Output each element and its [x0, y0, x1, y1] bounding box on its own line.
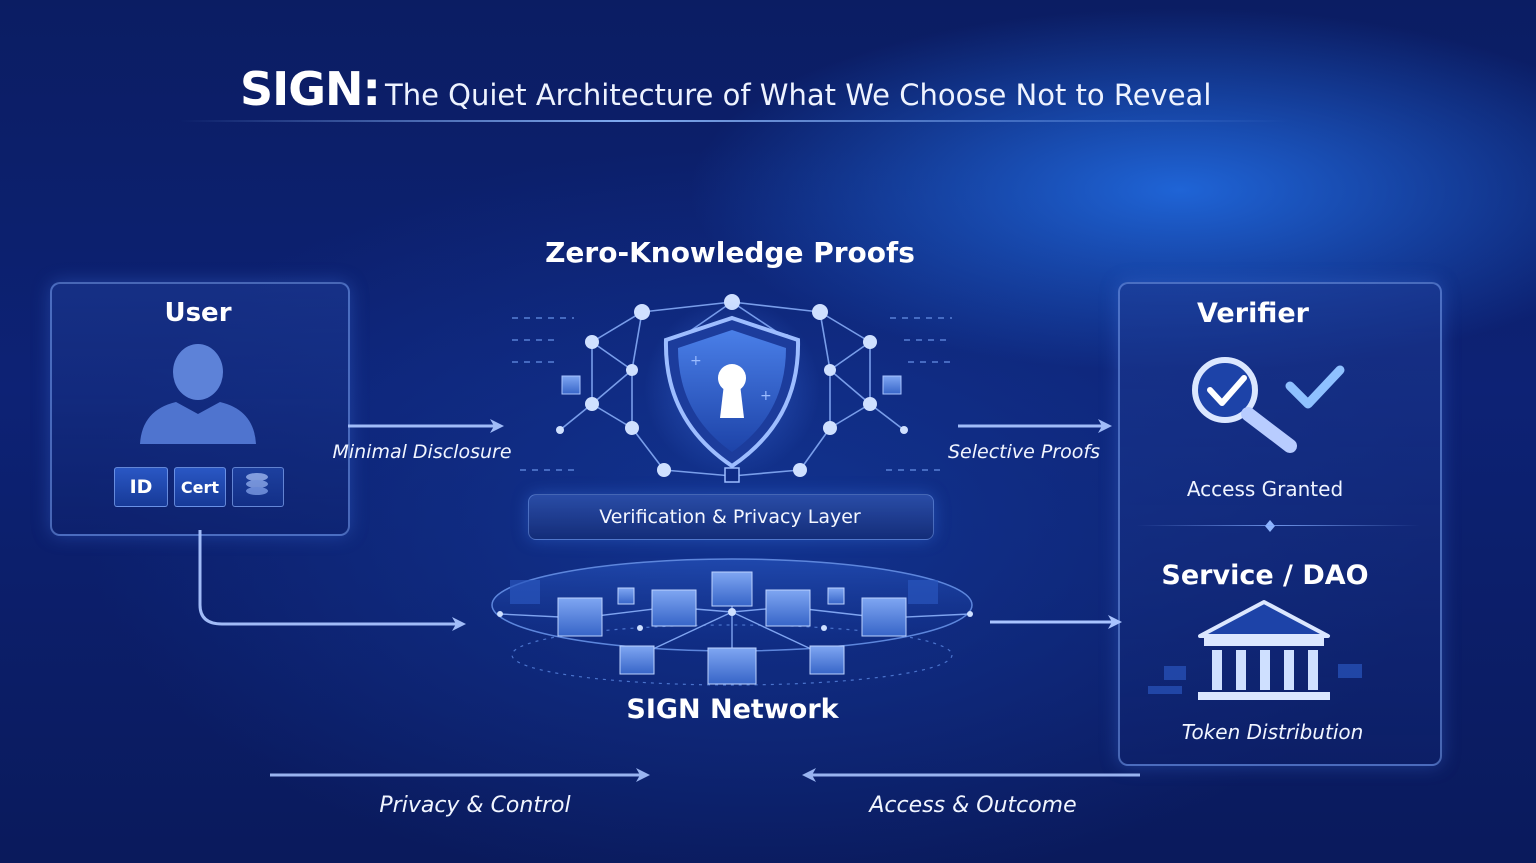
- checkmark-icon: [1285, 365, 1345, 409]
- institution-building-icon: [1148, 600, 1362, 700]
- magnifier-check-icon: [1192, 357, 1297, 453]
- verifier-panel: [1118, 282, 1442, 766]
- side-cube-icons: [561, 375, 902, 395]
- selective-proofs-label: Selective Proofs: [948, 441, 1100, 463]
- zk-title: Zero-Knowledge Proofs: [545, 236, 915, 269]
- privacy-layer-label: Verification & Privacy Layer: [599, 506, 861, 528]
- access-outcome-label: Access & Outcome: [869, 793, 1077, 818]
- title-divider: [180, 120, 1290, 122]
- title-subtitle: The Quiet Architecture of What We Choose…: [385, 78, 1212, 112]
- minimal-disclosure-label: Minimal Disclosure: [332, 441, 512, 463]
- page-title: SIGN: The Quiet Architecture of What We …: [240, 62, 1211, 116]
- token-distribution-label: Token Distribution: [1181, 720, 1364, 744]
- shield-keyhole-icon: + +: [644, 300, 820, 483]
- flow-arrows: [198, 419, 1140, 782]
- privacy-control-label: Privacy & Control: [379, 793, 571, 818]
- svg-text:+: +: [690, 353, 702, 369]
- user-title: User: [164, 298, 232, 328]
- user-silhouette-icon: [140, 344, 256, 444]
- access-granted-label: Access Granted: [1186, 477, 1344, 501]
- network-graph-nodes: [556, 294, 908, 477]
- verifier-divider: [1136, 525, 1420, 526]
- service-title: Service / DAO: [1161, 560, 1369, 591]
- svg-text:+: +: [760, 388, 772, 404]
- network-title: SIGN Network: [626, 694, 839, 725]
- credential-coins-chip: [232, 467, 284, 507]
- credential-id-chip: ID: [114, 467, 168, 507]
- title-brand: SIGN:: [240, 62, 381, 116]
- divider-diamond: [1265, 520, 1275, 532]
- blockchain-cubes-icon: [491, 558, 973, 686]
- tech-dashes: [512, 317, 952, 471]
- verifier-title: Verifier: [1197, 298, 1309, 329]
- privacy-layer-bar: [528, 494, 934, 540]
- credential-cert-chip: Cert: [174, 467, 226, 507]
